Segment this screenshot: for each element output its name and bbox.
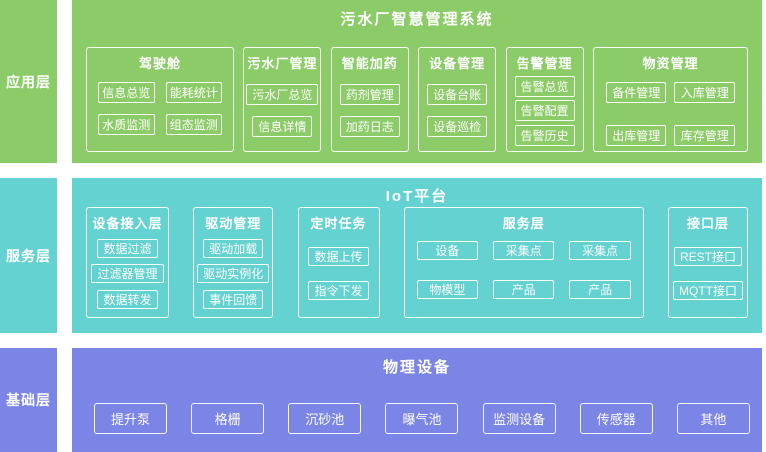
iot-platform-title: IoT平台 <box>385 188 449 205</box>
service-box: 过滤器管理 <box>91 264 164 283</box>
module-box: 加药日志 <box>339 116 400 138</box>
group-plant-management: 污水厂管理 污水厂总览 信息详情 <box>243 47 322 152</box>
module-box: 入库管理 <box>674 82 735 103</box>
module-box: 出库管理 <box>605 125 667 146</box>
service-box: 产品 <box>569 280 631 299</box>
base-layer-panel: 物理设备 提升泵 格栅 沉砂池 曝气池 监测设备 传感器 其他 <box>72 348 762 452</box>
application-panel-title: 污水厂智慧管理系统 <box>340 11 494 28</box>
group-smart-dosing-items: 药剂管理 加药日志 <box>332 72 408 151</box>
service-box: 驱动实例化 <box>197 264 270 283</box>
application-layer-label: 应用层 <box>0 0 57 163</box>
group-cockpit: 驾驶舱 信息总览 能耗统计 水质监测 组态监测 <box>86 47 234 152</box>
group-driver-management-items: 驱动加载 驱动实例化 事件回馈 <box>194 232 272 317</box>
group-material-management-items: 备件管理 入库管理 出库管理 库存管理 <box>594 72 747 146</box>
module-box: 告警历史 <box>514 124 575 146</box>
group-scheduled-tasks-items: 数据上传 指令下发 <box>299 232 379 317</box>
group-material-management-title: 物资管理 <box>642 56 699 71</box>
service-box: 采集点 <box>569 241 631 260</box>
service-box: 数据过滤 <box>97 238 158 258</box>
service-box: 数据上传 <box>308 247 369 266</box>
base-layer: 基础层 物理设备 提升泵 格栅 沉砂池 曝气池 监测设备 传感器 其他 <box>0 348 766 452</box>
group-alarm-management: 告警管理 告警总览 告警配置 告警历史 <box>505 47 584 152</box>
service-box: 设备 <box>416 241 479 260</box>
application-layer: 应用层 污水厂智慧管理系统 驾驶舱 信息总览 能耗统计 水质监测 组态监测 污水… <box>0 0 766 163</box>
module-box: 告警总览 <box>514 75 575 97</box>
device-box: 传感器 <box>579 403 653 434</box>
service-layer: 服务层 IoT平台 设备接入层 数据过滤 过滤器管理 数据转发 驱动管理 驱动加… <box>0 178 766 333</box>
device-box: 其他 <box>676 403 750 434</box>
service-box: 数据转发 <box>97 289 158 309</box>
group-device-access-items: 数据过滤 过滤器管理 数据转发 <box>87 232 168 317</box>
group-service-sublayer-title: 服务层 <box>502 216 545 231</box>
base-layer-label: 基础层 <box>0 348 57 452</box>
group-plant-management-items: 污水厂总览 信息详情 <box>244 72 320 151</box>
group-device-access-title: 设备接入层 <box>92 216 163 231</box>
group-driver-management-title: 驱动管理 <box>205 216 262 231</box>
module-box: 信息详情 <box>252 116 313 138</box>
application-groups: 驾驶舱 信息总览 能耗统计 水质监测 组态监测 污水厂管理 污水厂总览 信息详情… <box>72 47 762 152</box>
group-smart-dosing: 智能加药 药剂管理 加药日志 <box>330 47 409 152</box>
module-box: 设备巡检 <box>427 116 488 138</box>
module-box: 设备台账 <box>427 83 488 105</box>
application-layer-panel: 污水厂智慧管理系统 驾驶舱 信息总览 能耗统计 水质监测 组态监测 污水厂管理 … <box>72 0 762 163</box>
service-box: 产品 <box>493 280 555 299</box>
device-box: 提升泵 <box>94 403 167 434</box>
module-box: 能耗统计 <box>165 82 222 103</box>
service-box: 事件回馈 <box>203 289 264 309</box>
service-layer-label: 服务层 <box>0 178 57 333</box>
group-alarm-management-items: 告警总览 告警配置 告警历史 <box>507 72 583 151</box>
device-box: 曝气池 <box>385 403 459 434</box>
group-plant-management-title: 污水厂管理 <box>247 56 318 71</box>
group-cockpit-title: 驾驶舱 <box>138 56 181 71</box>
module-box: 信息总览 <box>98 82 155 103</box>
group-interface-layer-items: REST接口 MQTT接口 <box>669 232 747 317</box>
module-box: 备件管理 <box>605 82 667 103</box>
module-box: 水质监测 <box>98 114 155 135</box>
service-box: 指令下发 <box>308 281 369 300</box>
service-box: 物模型 <box>416 280 479 299</box>
group-interface-layer: 接口层 REST接口 MQTT接口 <box>668 207 748 318</box>
group-scheduled-tasks: 定时任务 数据上传 指令下发 <box>297 207 380 318</box>
service-box: 采集点 <box>493 241 555 260</box>
device-box: 沉砂池 <box>288 403 362 434</box>
module-box: 组态监测 <box>165 114 222 135</box>
group-driver-management: 驱动管理 驱动加载 驱动实例化 事件回馈 <box>193 207 274 318</box>
group-interface-layer-title: 接口层 <box>686 216 729 231</box>
group-service-sublayer: 服务层 设备 采集点 采集点 物模型 产品 产品 <box>403 207 644 318</box>
group-smart-dosing-title: 智能加药 <box>341 56 398 71</box>
service-box: 驱动加载 <box>203 238 264 258</box>
service-groups: 设备接入层 数据过滤 过滤器管理 数据转发 驱动管理 驱动加载 驱动实例化 事件… <box>72 207 762 318</box>
group-service-sublayer-items: 设备 采集点 采集点 物模型 产品 产品 <box>405 232 643 299</box>
group-material-management: 物资管理 备件管理 入库管理 出库管理 库存管理 <box>592 47 748 152</box>
group-device-access: 设备接入层 数据过滤 过滤器管理 数据转发 <box>86 207 169 318</box>
group-cockpit-items: 信息总览 能耗统计 水质监测 组态监测 <box>87 72 233 135</box>
service-layer-panel: IoT平台 设备接入层 数据过滤 过滤器管理 数据转发 驱动管理 驱动加载 驱动… <box>72 178 762 333</box>
module-box: 药剂管理 <box>339 83 400 105</box>
module-box: 污水厂总览 <box>246 83 319 105</box>
service-box: MQTT接口 <box>673 281 743 300</box>
service-box: REST接口 <box>673 247 742 266</box>
group-equipment-management-items: 设备台账 设备巡检 <box>419 72 495 151</box>
device-box: 监测设备 <box>482 403 556 434</box>
group-alarm-management-title: 告警管理 <box>516 56 573 71</box>
module-box: 库存管理 <box>674 125 735 146</box>
module-box: 告警配置 <box>514 100 575 121</box>
group-equipment-management-title: 设备管理 <box>429 56 486 71</box>
group-equipment-management: 设备管理 设备台账 设备巡检 <box>418 47 497 152</box>
physical-devices-list: 提升泵 格栅 沉砂池 曝气池 监测设备 传感器 其他 <box>72 403 762 434</box>
physical-devices-title: 物理设备 <box>382 359 451 376</box>
group-scheduled-tasks-title: 定时任务 <box>310 216 367 231</box>
device-box: 格栅 <box>191 403 265 434</box>
